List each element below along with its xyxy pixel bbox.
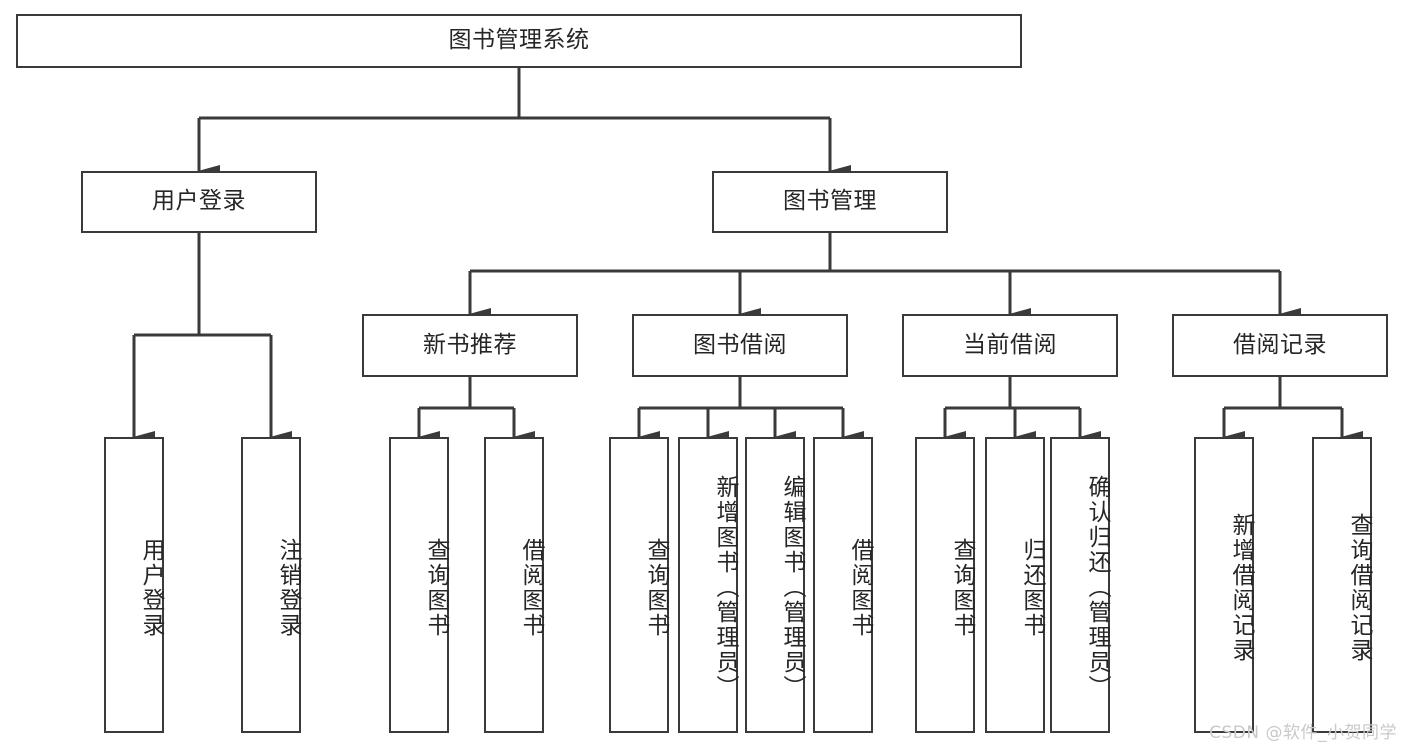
node-borrow-record[interactable]: 借阅记录 — [1172, 314, 1388, 377]
node-borrow-record-label: 借阅记录 — [1233, 331, 1327, 358]
node-leaf-add-record[interactable]: 新增借阅记录 — [1194, 437, 1254, 733]
node-leaf-return-book-label: 归还图书 — [1019, 538, 1045, 638]
node-leaf-query-book-rec-label: 查询图书 — [423, 538, 449, 638]
node-leaf-borrow-book-rec[interactable]: 借阅图书 — [484, 437, 544, 733]
node-current-borrow-label: 当前借阅 — [963, 331, 1057, 358]
node-leaf-confirm-return[interactable]: 确认归还（管理员） — [1050, 437, 1110, 733]
node-leaf-borrow-book[interactable]: 借阅图书 — [813, 437, 873, 733]
node-leaf-borrow-book-label: 借阅图书 — [847, 538, 873, 638]
node-leaf-query-book-current-label: 查询图书 — [949, 538, 975, 638]
node-user-login-label: 用户登录 — [152, 188, 246, 215]
node-leaf-edit-book[interactable]: 编辑图书（管理员） — [745, 437, 805, 733]
node-leaf-add-record-label: 新增借阅记录 — [1228, 513, 1254, 663]
node-new-book-recommend[interactable]: 新书推荐 — [362, 314, 578, 377]
node-leaf-user-login[interactable]: 用户登录 — [104, 437, 164, 733]
node-book-manage[interactable]: 图书管理 — [712, 171, 948, 233]
node-leaf-query-book-current[interactable]: 查询图书 — [915, 437, 975, 733]
node-book-manage-label: 图书管理 — [783, 188, 877, 215]
node-leaf-user-logout-label: 注销登录 — [275, 538, 301, 638]
node-book-borrow[interactable]: 图书借阅 — [632, 314, 848, 377]
node-leaf-add-book-label: 新增图书（管理员） — [712, 474, 738, 700]
node-current-borrow[interactable]: 当前借阅 — [902, 314, 1118, 377]
node-leaf-user-login-label: 用户登录 — [138, 538, 164, 638]
node-leaf-edit-book-label: 编辑图书（管理员） — [779, 474, 805, 700]
node-leaf-query-record[interactable]: 查询借阅记录 — [1312, 437, 1372, 733]
node-leaf-borrow-book-rec-label: 借阅图书 — [518, 538, 544, 638]
node-root-label: 图书管理系统 — [448, 27, 590, 54]
node-new-book-recommend-label: 新书推荐 — [423, 331, 517, 358]
node-leaf-query-record-label: 查询借阅记录 — [1346, 513, 1372, 663]
node-leaf-add-book[interactable]: 新增图书（管理员） — [678, 437, 738, 733]
node-leaf-query-book-borrow[interactable]: 查询图书 — [609, 437, 669, 733]
node-user-login[interactable]: 用户登录 — [81, 171, 317, 233]
node-leaf-user-logout[interactable]: 注销登录 — [241, 437, 301, 733]
node-root[interactable]: 图书管理系统 — [16, 14, 1022, 68]
node-leaf-return-book[interactable]: 归还图书 — [985, 437, 1045, 733]
node-leaf-query-book-borrow-label: 查询图书 — [643, 538, 669, 638]
node-book-borrow-label: 图书借阅 — [693, 331, 787, 358]
node-leaf-query-book-rec[interactable]: 查询图书 — [389, 437, 449, 733]
csdn-watermark: CSDN @软件_小贺同学 — [1209, 723, 1397, 743]
node-leaf-confirm-return-label: 确认归还（管理员） — [1084, 474, 1110, 700]
